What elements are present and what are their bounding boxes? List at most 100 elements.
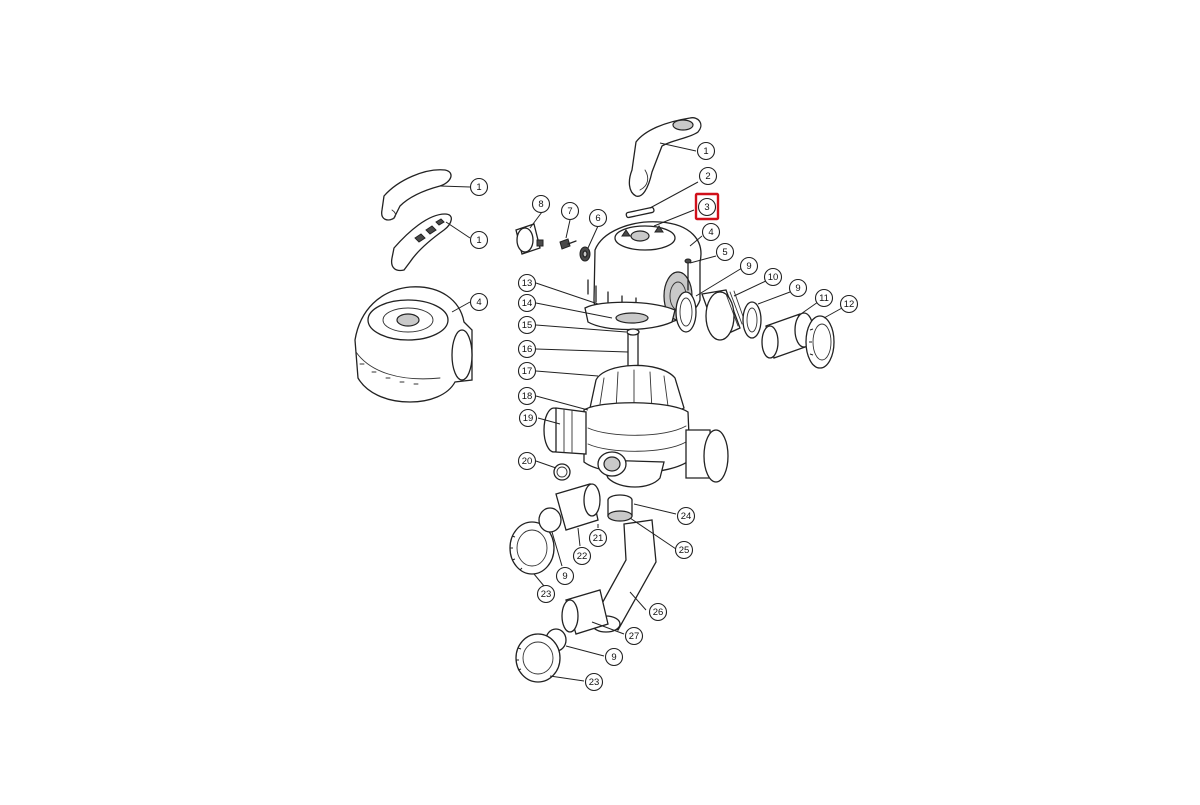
handle-left-b-part — [390, 213, 452, 272]
callout-label: 2 — [705, 171, 710, 182]
callout-label: 16 — [522, 344, 533, 355]
callout-c18: 18 — [517, 386, 537, 406]
shaft-part — [626, 328, 640, 369]
callout-label: 18 — [522, 391, 533, 402]
callout-circle — [648, 602, 668, 622]
union-nut-left-b-part — [515, 633, 561, 683]
callout-c22: 22 — [572, 546, 592, 566]
callout-circle — [674, 540, 694, 560]
callout-label: 9 — [611, 652, 616, 663]
callout-label: 20 — [522, 456, 533, 467]
callout-c27: 27 — [624, 626, 644, 646]
callout-label: 5 — [722, 247, 727, 258]
callout-circle — [560, 201, 580, 221]
callout-c12: 12 — [839, 294, 859, 314]
callout-label: 6 — [595, 213, 600, 224]
callout-circle — [624, 626, 644, 646]
callout-c3: 3 — [697, 197, 717, 217]
spring-part — [579, 246, 591, 262]
callout-c1-top: 1 — [696, 141, 716, 161]
callout-label: 7 — [567, 206, 572, 217]
callout-c19: 19 — [518, 408, 538, 428]
callout-label: 12 — [844, 299, 855, 310]
callout-label: 27 — [629, 631, 640, 642]
sleeve-left-part — [555, 483, 601, 531]
callout-c23-b: 23 — [584, 672, 604, 692]
callout-circle — [517, 451, 537, 471]
oring-a-part — [675, 291, 697, 333]
callout-circle — [604, 647, 624, 667]
union-nut-left-a-part — [509, 521, 555, 575]
callout-circle — [517, 315, 537, 335]
oring-c-part — [538, 507, 562, 533]
screw-small-part — [559, 238, 577, 250]
callout-circle — [517, 361, 537, 381]
callout-c21: 21 — [588, 528, 608, 548]
callout-c9-a: 9 — [739, 256, 759, 276]
callout-c6: 6 — [588, 208, 608, 228]
adapter-bottom-part — [607, 494, 633, 522]
callout-c9-b: 9 — [788, 278, 808, 298]
callout-label: 10 — [768, 272, 779, 283]
callout-c8: 8 — [531, 194, 551, 214]
callout-c4-right: 4 — [701, 222, 721, 242]
union-nut-part — [805, 315, 835, 369]
oring-small-part — [553, 463, 571, 481]
callout-circle — [584, 672, 604, 692]
callout-circle — [517, 386, 537, 406]
callout-label: 9 — [795, 283, 800, 294]
callout-circle — [839, 294, 859, 314]
callout-circle — [588, 208, 608, 228]
callout-label: 15 — [522, 320, 533, 331]
callout-circle — [518, 408, 538, 428]
callout-circle — [814, 288, 834, 308]
callout-circle — [739, 256, 759, 276]
callout-label: 25 — [679, 545, 690, 556]
callout-c7: 7 — [560, 201, 580, 221]
callout-c4-left: 4 — [469, 292, 489, 312]
callout-c10: 10 — [763, 267, 783, 287]
callout-c17: 17 — [517, 361, 537, 381]
callout-label: 3 — [704, 202, 709, 213]
callout-circle — [696, 141, 716, 161]
callout-c9-c: 9 — [555, 566, 575, 586]
sleeve-lower-part — [561, 589, 609, 635]
callout-circle — [697, 197, 717, 217]
callout-circle — [763, 267, 783, 287]
cap-part — [515, 223, 544, 255]
callout-c20: 20 — [517, 451, 537, 471]
callout-circle — [517, 339, 537, 359]
callout-c15: 15 — [517, 315, 537, 335]
callout-label: 26 — [653, 607, 664, 618]
callout-label: 11 — [819, 293, 829, 304]
screw-part — [684, 258, 692, 291]
callout-label: 19 — [523, 413, 534, 424]
callout-label: 23 — [541, 589, 552, 600]
callout-c5: 5 — [715, 242, 735, 262]
handle-top-part — [628, 117, 702, 197]
callout-label: 17 — [522, 366, 533, 377]
callout-label: 9 — [746, 261, 751, 272]
callout-circle — [469, 292, 489, 312]
callout-c23-a: 23 — [536, 584, 556, 604]
callout-circle — [788, 278, 808, 298]
callout-circle — [555, 566, 575, 586]
callout-c25: 25 — [674, 540, 694, 560]
callout-circle — [517, 293, 537, 313]
callout-circle — [676, 506, 696, 526]
callout-label: 1 — [476, 235, 481, 246]
handle-left-a-part — [381, 169, 452, 221]
callout-label: 13 — [522, 278, 533, 289]
callout-circle — [517, 273, 537, 293]
callout-group: 1234591091112114876131415161718192024212… — [469, 141, 859, 692]
callout-circle — [469, 230, 489, 250]
callout-label: 8 — [538, 199, 543, 210]
callout-circle — [469, 177, 489, 197]
callout-label: 24 — [681, 511, 692, 522]
callout-label: 4 — [476, 297, 481, 308]
callout-circle — [536, 584, 556, 604]
callout-c2: 2 — [698, 166, 718, 186]
callout-label: 23 — [589, 677, 600, 688]
